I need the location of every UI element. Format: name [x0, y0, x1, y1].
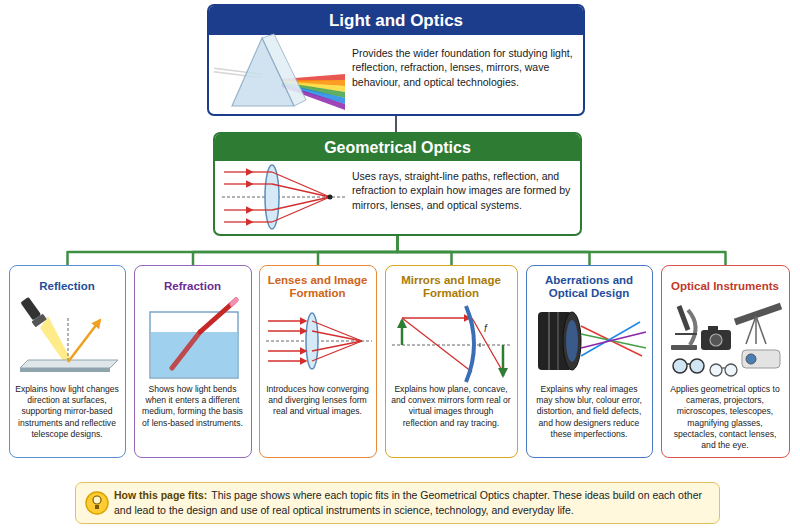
topic-title: Mirrors and Image Formation [390, 271, 512, 303]
note-paragraph: How this page fits:This page shows where… [114, 488, 709, 517]
topic-title: Refraction [139, 271, 246, 303]
topic-card: ReflectionExplains how light changes dir… [9, 265, 126, 458]
topic-card: Optical InstrumentsApplies geometrical o… [661, 265, 790, 458]
topic-description: Shows how light bends when it enters a d… [140, 384, 245, 429]
topic-description: Explains how plane, concave, and convex … [391, 384, 511, 429]
tree-connector [193, 236, 398, 265]
tree-connector [398, 236, 452, 265]
topic-card: Mirrors and Image FormationExplains how … [385, 265, 518, 458]
topic-title: Optical Instruments [666, 271, 784, 303]
topic-card: RefractionShows how light bends when it … [134, 265, 252, 458]
section-box: Geometrical OpticsUses rays, straight-li… [213, 132, 582, 236]
topic-card: Lenses and Image FormationIntroduces how… [259, 265, 377, 458]
note-heading: How this page fits: [114, 489, 207, 501]
topic-description: Explains how light changes direction at … [15, 384, 119, 440]
tree-connector [68, 236, 398, 265]
topic-title: Reflection [14, 271, 120, 303]
topic-title: Lenses and Image Formation [264, 271, 371, 303]
tree-connector [398, 236, 590, 265]
tree-connector [318, 236, 398, 265]
focal-length-label: f [484, 323, 487, 334]
section-title: Geometrical Optics [215, 134, 580, 161]
section-title: Light and Optics [209, 6, 583, 35]
topic-description: Applies geometrical optics to cameras, p… [667, 384, 783, 451]
tree-connector [398, 236, 726, 265]
section-description: Provides the wider foundation for studyi… [352, 46, 574, 89]
topic-description: Explains why real images may show blur, … [532, 384, 646, 440]
topic-card: Aberrations and Optical DesignExplains w… [526, 265, 653, 458]
topic-title: Aberrations and Optical Design [531, 271, 647, 303]
section-description: Uses rays, straight-line paths, reflecti… [352, 169, 572, 212]
tree-connector [395, 116, 397, 132]
section-box: Light and OpticsProvides the wider found… [207, 4, 585, 116]
note-box: How this page fits:This page shows where… [75, 482, 720, 524]
topic-description: Introduces how converging and diverging … [265, 384, 370, 418]
